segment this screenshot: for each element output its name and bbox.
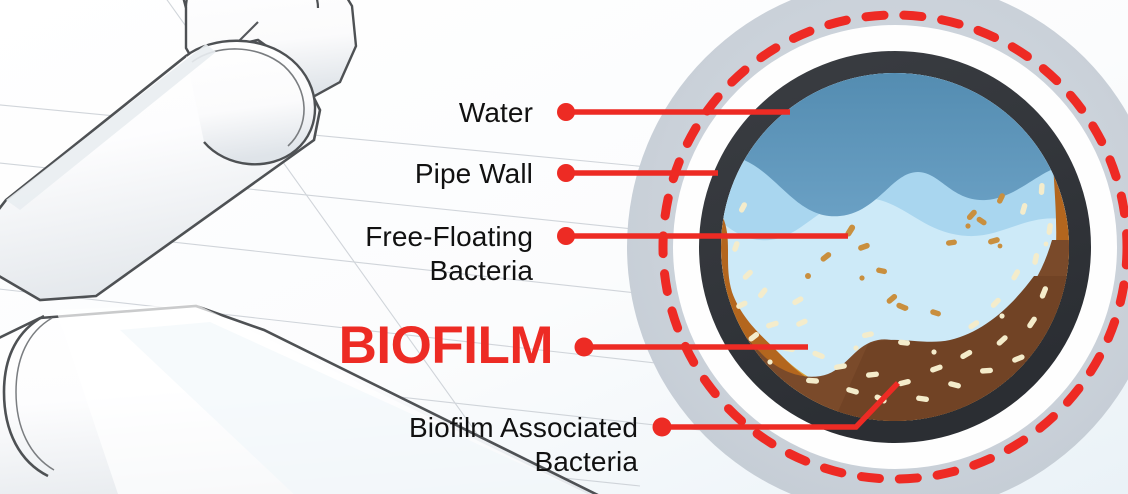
leader-dot-biofilm-associated-bacteria: [652, 417, 672, 437]
label-free-floating-bacteria-line2: Bacteria: [429, 255, 533, 286]
label-pipe-wall: Pipe Wall: [414, 158, 533, 189]
dashed-highlight-circle: [658, 10, 1128, 484]
pipe-lower-illustration: [0, 304, 599, 494]
leader-biofilm-associated-bacteria: [661, 381, 901, 430]
biofilm-associated-bacteria-cluster: [725, 177, 1053, 404]
biofilm-mid-layer: [721, 132, 1069, 421]
leader-lines: [565, 109, 901, 430]
leader-dot-free-floating-bacteria: [557, 227, 575, 245]
label-biofilm: BIOFILM: [338, 316, 554, 375]
biofilm-edge-layer: [721, 120, 1069, 421]
label-biofilm-associated-bacteria-line1: Biofilm Associated: [408, 412, 638, 443]
leader-dot-water: [557, 103, 575, 121]
leader-dot-biofilm: [574, 337, 594, 357]
label-free-floating-bacteria-line1: Free-Floating: [365, 221, 533, 252]
free-floating-bacteria-cluster: [805, 193, 1005, 317]
pipe-wall-ring: [699, 51, 1091, 443]
leader-dots: [557, 103, 672, 437]
label-water: Water: [458, 97, 533, 128]
label-biofilm-associated-bacteria-line2: Bacteria: [534, 446, 638, 477]
leader-dot-pipe-wall: [557, 164, 575, 182]
pipe-elbow-illustration: [0, 0, 358, 302]
